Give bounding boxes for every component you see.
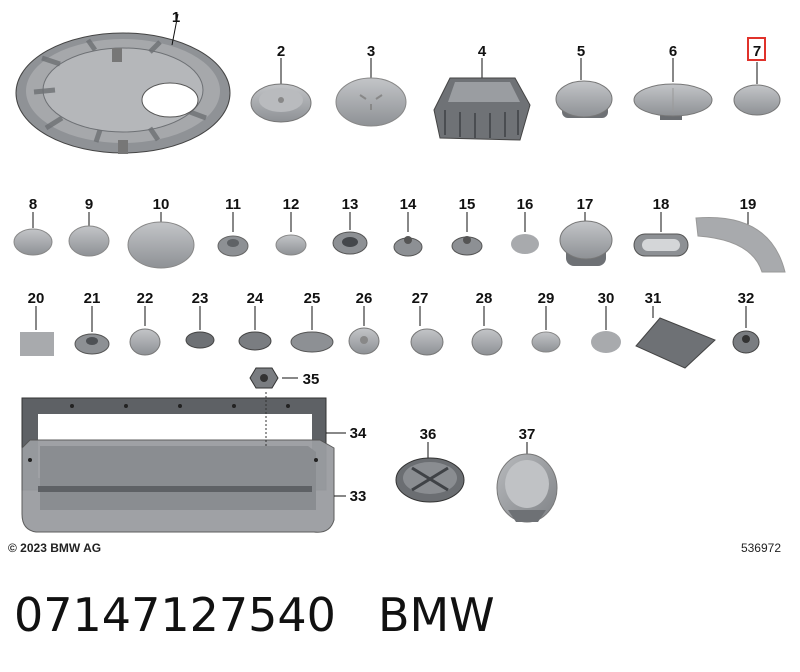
part-23[interactable] [185, 306, 215, 349]
part-13[interactable] [332, 212, 368, 255]
label-part-35: 35 [303, 371, 320, 388]
label-part-27: 27 [412, 290, 429, 307]
part-9[interactable] [68, 212, 110, 257]
label-part-32: 32 [738, 290, 755, 307]
part-20[interactable] [20, 306, 54, 356]
brand-text: BMW [377, 588, 495, 642]
label-part-28: 28 [476, 290, 493, 307]
label-part-5: 5 [577, 43, 585, 60]
label-part-13: 13 [342, 196, 359, 213]
part-21[interactable] [74, 306, 110, 355]
part-26[interactable] [348, 306, 380, 355]
parts-diagram: 1 2 3 4 5 6 7 8 9 10 11 12 13 14 15 16 1… [13, 9, 786, 533]
label-part-6: 6 [669, 43, 677, 60]
part-29[interactable] [531, 306, 561, 353]
part-33-34-35[interactable] [21, 367, 346, 533]
part-14[interactable] [393, 212, 423, 257]
label-part-7: 7 [753, 43, 761, 60]
label-part-4: 4 [478, 43, 487, 60]
label-part-37: 37 [519, 426, 536, 443]
image-code: 536972 [740, 541, 781, 555]
part-11[interactable] [217, 212, 249, 257]
part-8[interactable] [13, 212, 53, 256]
part-2[interactable] [250, 58, 312, 123]
label-part-18: 18 [653, 196, 670, 213]
label-part-20: 20 [28, 290, 45, 307]
label-part-2: 2 [277, 43, 285, 60]
part-31[interactable] [635, 306, 716, 369]
label-part-31: 31 [645, 290, 662, 307]
label-part-16: 16 [517, 196, 534, 213]
row3-parts [20, 306, 760, 369]
part-16[interactable] [511, 212, 539, 254]
label-part-12: 12 [283, 196, 300, 213]
part-37[interactable] [496, 442, 558, 523]
label-part-22: 22 [137, 290, 154, 307]
label-part-15: 15 [459, 196, 476, 213]
highlight-box [747, 37, 766, 61]
part-28[interactable] [471, 306, 503, 356]
part-18[interactable] [633, 212, 689, 257]
row2-parts [13, 212, 786, 273]
part-10[interactable] [127, 212, 195, 269]
part-labels: 1 2 3 4 5 6 7 8 9 10 11 12 13 14 15 16 1… [28, 9, 762, 505]
part-24[interactable] [238, 306, 272, 351]
copyright-notice: © 2023 BMW AG [8, 541, 102, 555]
label-part-24: 24 [247, 290, 264, 307]
label-part-36: 36 [420, 426, 437, 443]
label-part-11: 11 [225, 196, 241, 213]
part-6[interactable] [633, 58, 713, 120]
label-part-19: 19 [740, 196, 757, 213]
label-part-17: 17 [577, 196, 594, 213]
part-27[interactable] [410, 306, 444, 356]
part-25[interactable] [290, 306, 334, 353]
part-3[interactable] [335, 58, 407, 127]
part-17[interactable] [559, 212, 613, 266]
part-22[interactable] [129, 306, 161, 356]
label-part-3: 3 [367, 43, 375, 60]
footer-caption: 07147127540 BMW [14, 588, 495, 642]
label-part-26: 26 [356, 290, 373, 307]
label-part-10: 10 [153, 196, 170, 213]
label-part-8: 8 [29, 196, 37, 213]
part-5[interactable] [555, 58, 613, 118]
part-4[interactable] [433, 58, 531, 141]
part-36[interactable] [395, 442, 465, 503]
part-number-text: 07147127540 [14, 588, 336, 642]
label-part-21: 21 [84, 290, 101, 307]
label-part-30: 30 [598, 290, 615, 307]
label-part-29: 29 [538, 290, 555, 307]
label-part-14: 14 [400, 196, 417, 213]
label-part-33: 33 [350, 488, 367, 505]
part-32[interactable] [732, 306, 760, 354]
label-part-25: 25 [304, 290, 321, 307]
part-15[interactable] [451, 212, 483, 256]
part-12[interactable] [275, 212, 307, 256]
label-part-34: 34 [350, 425, 367, 442]
part-30[interactable] [591, 306, 621, 353]
part-19[interactable] [695, 212, 786, 273]
label-part-23: 23 [192, 290, 209, 307]
part-7[interactable] [733, 37, 781, 116]
label-part-1: 1 [172, 9, 180, 26]
part-1[interactable] [15, 13, 231, 154]
label-part-9: 9 [85, 196, 93, 213]
